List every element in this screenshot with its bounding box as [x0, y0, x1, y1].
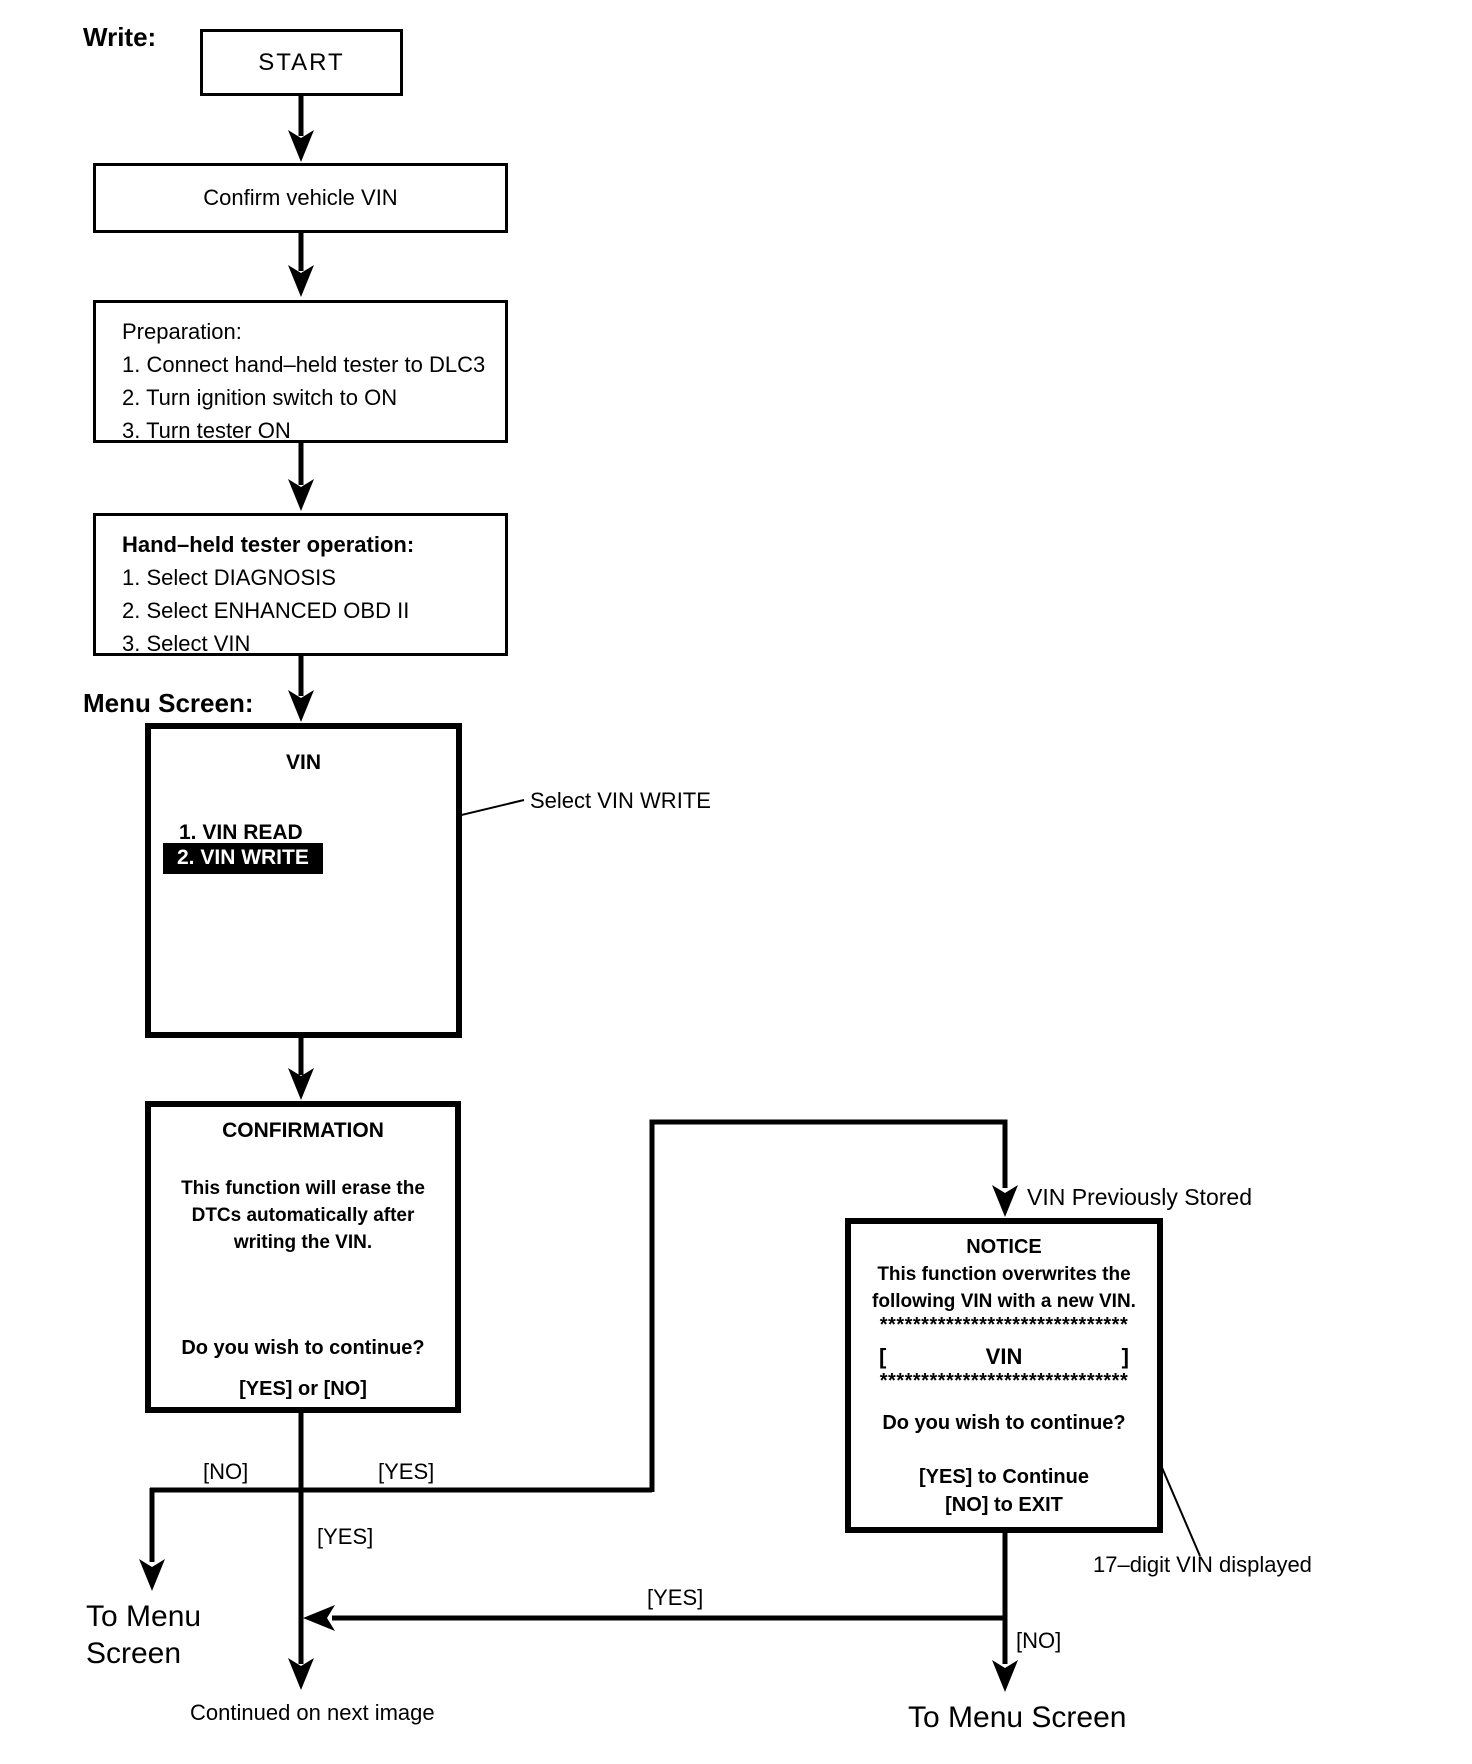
notice-stars-top: ******************************	[879, 1314, 1129, 1336]
vin-write-item: 2. VIN WRITE	[163, 843, 323, 874]
arrow-preparation-to-tester	[288, 443, 314, 511]
arrow-confirm-to-preparation	[288, 233, 314, 297]
arrow-menu-to-confirmation	[288, 1038, 314, 1100]
vin-read-item: 1. VIN READ	[179, 821, 303, 844]
confirm-vin-box: Confirm vehicle VIN	[93, 163, 508, 233]
tester-operation-box: Hand–held tester operation: 1. Select DI…	[93, 513, 508, 656]
menu-screen-section-label: Menu Screen:	[83, 688, 254, 718]
notice-title: NOTICE	[966, 1236, 1042, 1258]
arrow-no-to-menu-screen-left	[139, 1488, 165, 1591]
preparation-step: 2. Turn ignition switch to ON	[122, 385, 398, 410]
arrow-notice-no-down	[992, 1533, 1018, 1692]
vin-previously-stored-label: VIN Previously Stored	[1027, 1184, 1252, 1210]
start-box: START	[200, 29, 403, 96]
notice-yes-line: [YES] to Continue	[919, 1466, 1089, 1488]
notice-stars-bottom: ******************************	[879, 1370, 1129, 1392]
tester-operation-step: 3. Select VIN	[122, 631, 251, 656]
to-menu-screen-right: To Menu Screen	[908, 1701, 1127, 1734]
vin-digit-note: 17–digit VIN displayed	[1093, 1552, 1312, 1577]
start-label: START	[258, 48, 345, 76]
preparation-title: Preparation:	[122, 319, 242, 344]
select-vin-write-annotation: Select VIN WRITE	[530, 788, 711, 813]
notice-question: Do you wish to continue?	[882, 1412, 1126, 1434]
center-yes-label: [YES]	[317, 1524, 374, 1549]
arrow-start-to-confirm	[288, 96, 314, 162]
confirmation-body-line: This function will erase the	[181, 1178, 425, 1199]
vin-menu-title: VIN	[285, 751, 321, 774]
notice-box: NOTICE This function overwrites the foll…	[845, 1218, 1163, 1533]
notice-no-label: [NO]	[1016, 1628, 1062, 1653]
confirmation-box: CONFIRMATION This function will erase th…	[145, 1101, 461, 1413]
confirm-yes-label: [YES]	[378, 1459, 435, 1484]
preparation-box: Preparation: 1. Connect hand–held tester…	[93, 300, 508, 443]
notice-body-line: This function overwrites the	[877, 1264, 1131, 1285]
to-menu-screen-left-line1: To Menu	[86, 1600, 202, 1633]
notice-vin-row: [ VIN ]	[851, 1344, 1157, 1370]
to-menu-screen-left: To Menu Screen	[86, 1598, 201, 1672]
tester-operation-step: 1. Select DIAGNOSIS	[122, 565, 336, 590]
arrow-confirmation-continue-down	[288, 1413, 314, 1690]
tester-operation-step: 2. Select ENHANCED OBD II	[122, 598, 410, 623]
vin-placeholder-label: VIN	[985, 1344, 1023, 1369]
confirmation-title: CONFIRMATION	[222, 1119, 384, 1142]
confirmation-options: [YES] or [NO]	[239, 1378, 367, 1400]
to-menu-screen-left-line2: Screen	[86, 1637, 182, 1670]
vin-bracket-open: [	[879, 1344, 887, 1369]
tester-operation-title: Hand–held tester operation:	[122, 532, 415, 557]
confirmation-question: Do you wish to continue?	[181, 1337, 425, 1359]
preparation-step: 3. Turn tester ON	[122, 418, 291, 443]
vin-bracket-close: ]	[1121, 1344, 1129, 1369]
notice-body-line: following VIN with a new VIN.	[872, 1291, 1136, 1312]
vin-menu-box: VIN 1. VIN READ 2. VIN WRITE	[145, 723, 462, 1038]
continued-next-image-label: Continued on next image	[190, 1700, 435, 1725]
confirmation-body-line: writing the VIN.	[233, 1232, 373, 1253]
write-section-label: Write:	[83, 22, 157, 52]
notice-no-line: [NO] to EXIT	[945, 1494, 1063, 1516]
preparation-step: 1. Connect hand–held tester to DLC3	[122, 352, 486, 377]
confirm-vin-label: Confirm vehicle VIN	[203, 185, 398, 210]
confirm-no-label: [NO]	[203, 1459, 249, 1484]
return-yes-label: [YES]	[647, 1585, 704, 1610]
arrow-tester-to-menu	[288, 656, 314, 722]
confirmation-body-line: DTCs automatically after	[191, 1205, 415, 1226]
